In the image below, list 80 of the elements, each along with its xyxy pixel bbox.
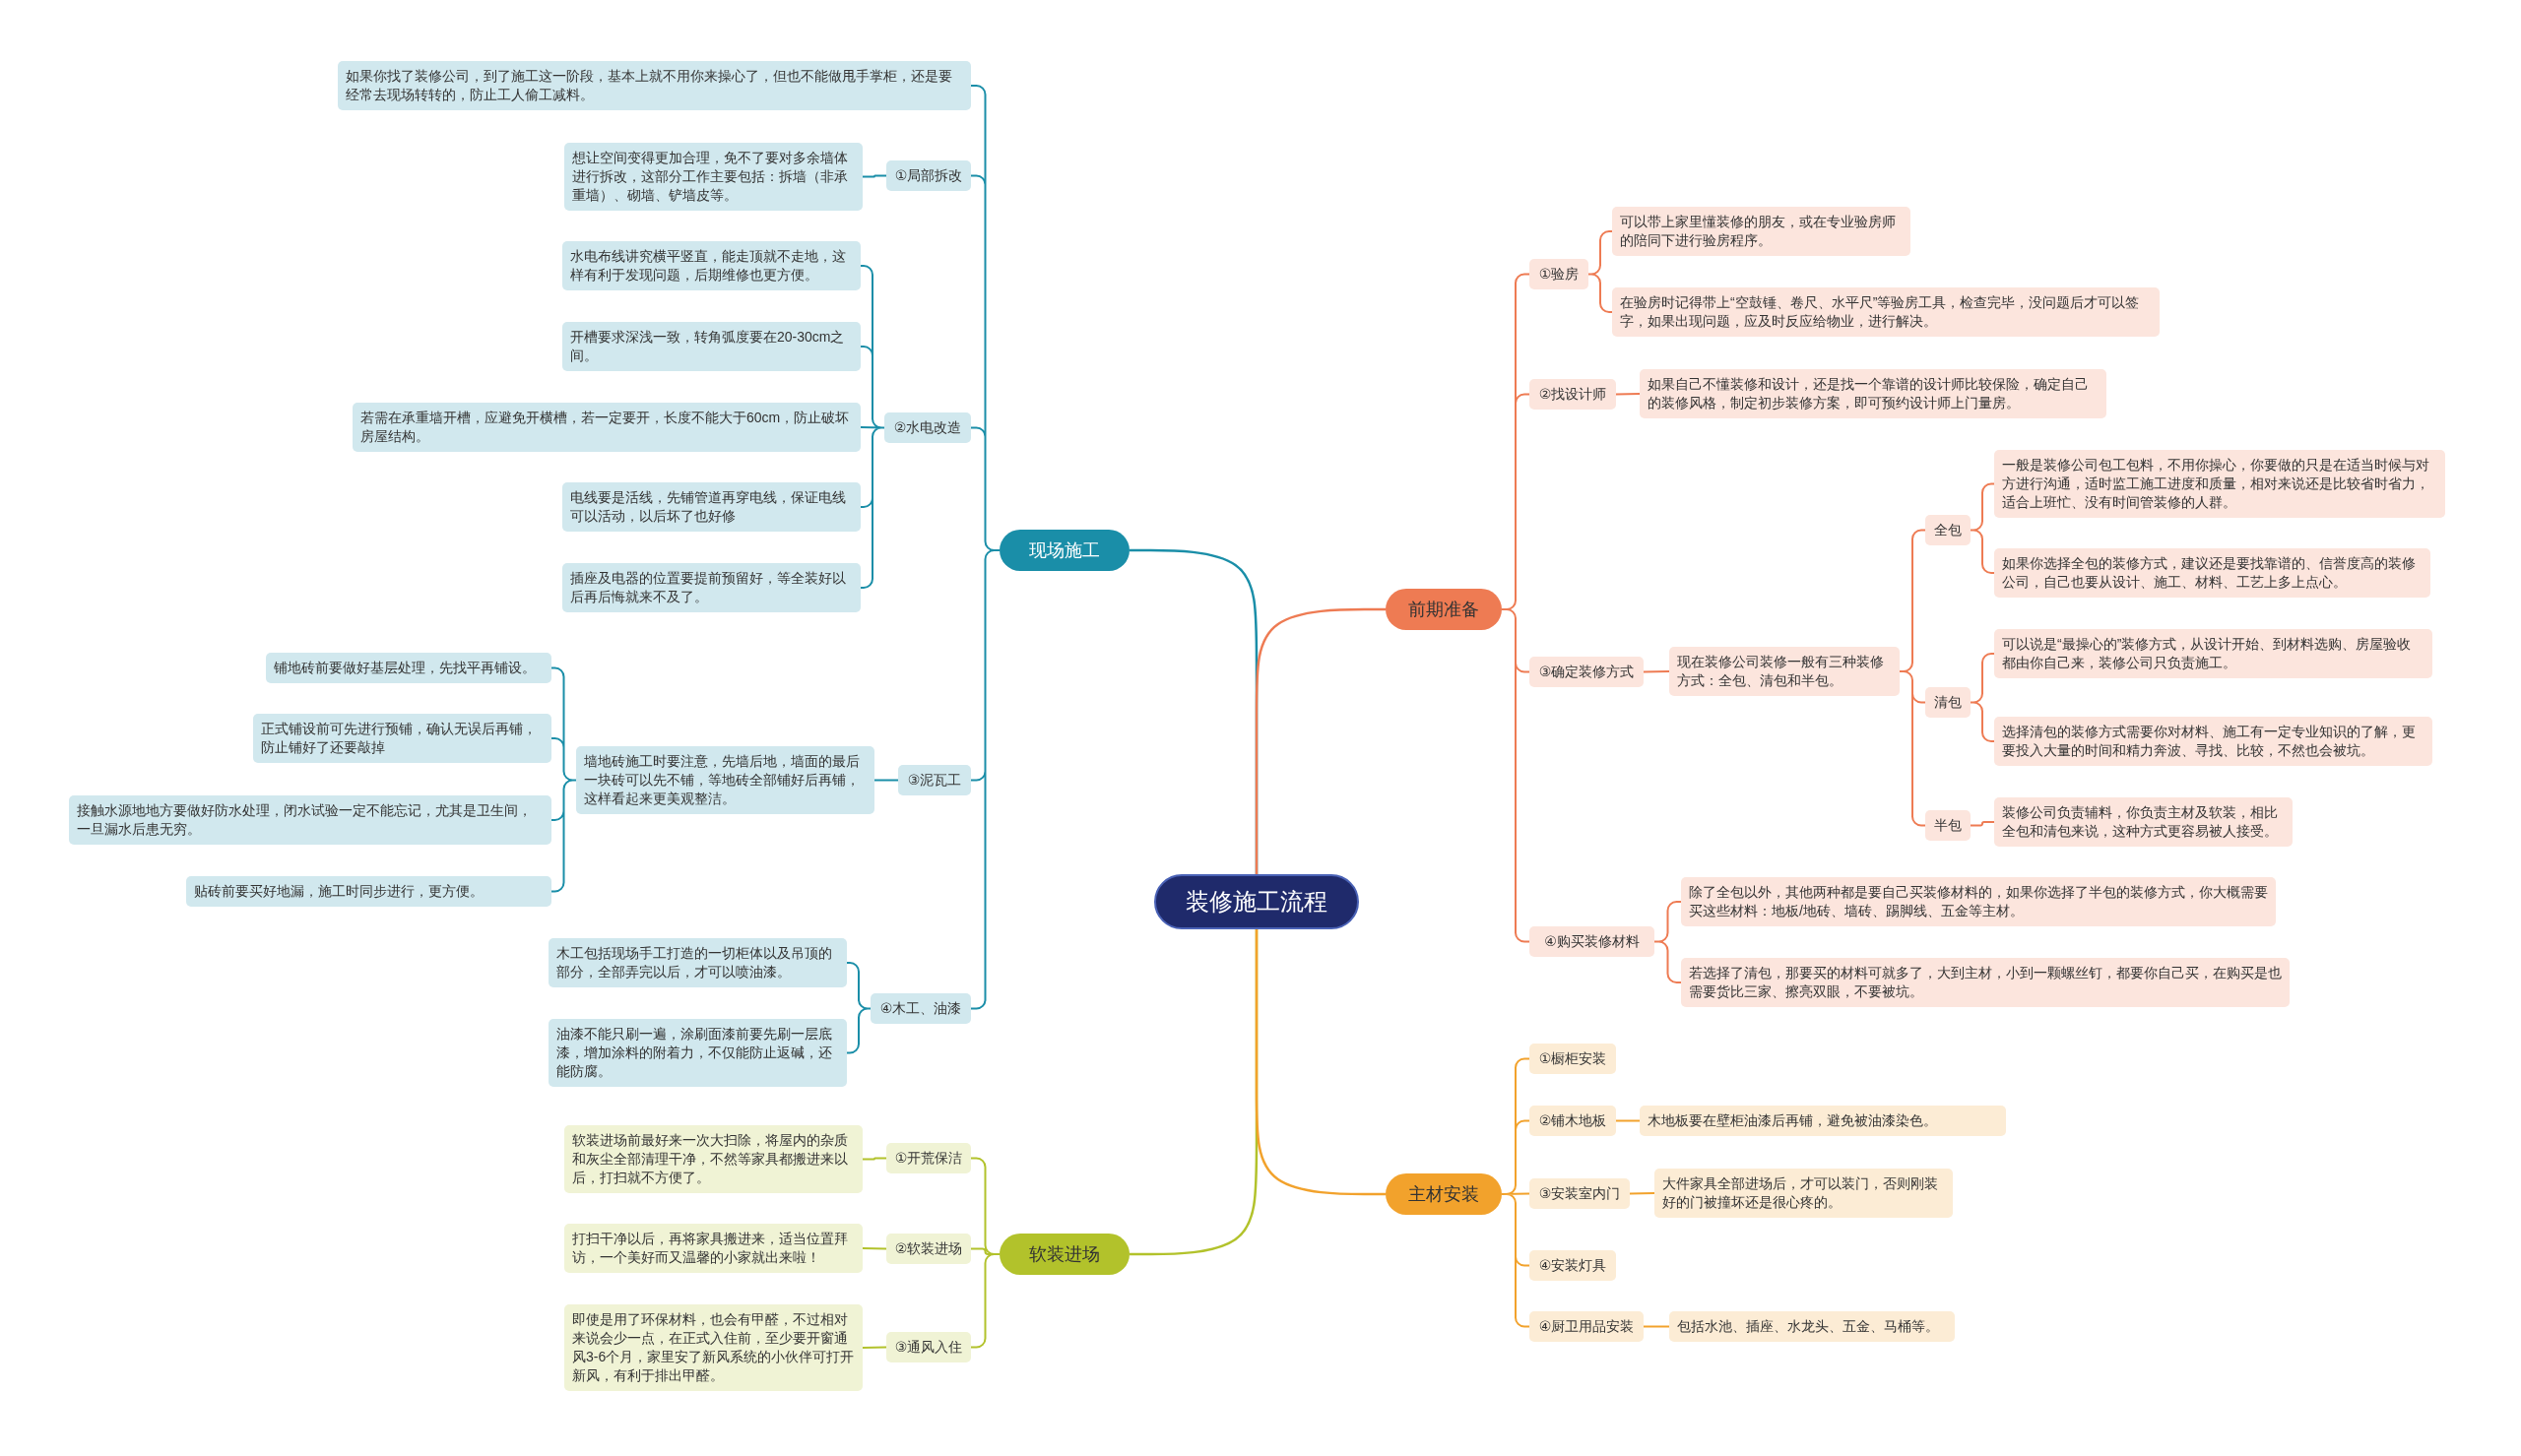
topic-card: 装修公司负责辅料，你负责主材及软装，相比全包和清包来说，这种方式更容易被人接受。 — [1994, 797, 2293, 847]
connector-line — [1501, 1057, 1530, 1328]
topic-card: 开槽要求深浅一致，转角弧度要在20-30cm之间。 — [562, 322, 861, 371]
topic-card: 除了全包以外，其他两种都是要自己买装修材料的，如果你选择了半包的装修方式，你大概需要买这些材料：地板/地砖、墙砖、踢脚线、五金等主材。 — [1681, 877, 2276, 926]
topic-card: ③安装室内门 — [1529, 1178, 1630, 1209]
topic-card: ②找设计师 — [1529, 379, 1616, 410]
topic-card: 在验房时记得带上“空鼓锤、卷尺、水平尺”等验房工具，检查完毕，没问题后才可以签字，如果出现问题，应及时反应给物业，进行解决。 — [1612, 287, 2160, 337]
topic-card: 如果你找了装修公司，到了施工这一阶段，基本上就不用你来操心了，但也不能做甩手掌柜，还是要经常去现场转转的，防止工人偷工减料。 — [338, 61, 971, 110]
connector-line — [970, 85, 1001, 1010]
connector-line — [862, 174, 887, 178]
topic-card: 半包 — [1925, 810, 1971, 841]
connector-line — [1255, 929, 1386, 1196]
connector-line — [1615, 393, 1641, 396]
topic-card: ②铺木地板 — [1529, 1106, 1616, 1136]
topic-card: 如果自己不懂装修和设计，还是找一个靠谱的设计师比较保险，确定自己的装修风格，制定初步装修方案，即可预约设计师上门量房。 — [1640, 369, 2106, 418]
topic-card: 正式铺设前可先进行预铺，确认无误后再铺，防止铺好了还要敲掉 — [253, 714, 551, 763]
topic-card: 木工包括现场手工打造的一切柜体以及吊顶的部分，全部弄完以后，才可以喷油漆。 — [549, 938, 847, 987]
connector-line — [846, 962, 872, 1054]
topic-card: ④购买装修材料 — [1529, 926, 1654, 957]
topic-card: ③通风入住 — [886, 1332, 971, 1362]
topic-card: 若需在承重墙开槽，应避免开横槽，若一定要开，长度不能大于60cm，防止破坏房屋结构。 — [353, 403, 861, 452]
topic-card: ①验房 — [1529, 259, 1588, 289]
topic-card: 一般是装修公司包工包料，不用你操心，你要做的只是在适当时候与对方进行沟通，适时监工施工进度和质量，相对来说还是比较省时省力，适合上班忙、没有时间管装修的人群。 — [1994, 450, 2445, 518]
connector-line — [1629, 1192, 1655, 1195]
topic-card: ①局部拆改 — [886, 160, 971, 191]
topic-card: 若选择了清包，那要买的材料可就多了，大到主材，小到一颗螺丝钉，都要你自己买，在购买是也需要货比三家、擦亮双眼，不要被坑。 — [1681, 958, 2290, 1007]
topic-card: 打扫干净以后，再将家具搬进来，适当位置拜访，一个美好而又温馨的小家就出来啦！ — [564, 1224, 863, 1273]
connector-line — [1653, 901, 1682, 983]
connector-line — [550, 666, 577, 893]
connector-line — [1643, 670, 1670, 673]
topic-card: 包括水池、插座、水龙头、五金、马桶等。 — [1669, 1311, 1955, 1342]
topic-card: 全包 — [1925, 515, 1971, 545]
connector-line — [1615, 1119, 1641, 1122]
topic-card: 选择清包的装修方式需要你对材料、施工有一定专业知识的了解，更要投入大量的时间和精力奔波、寻找、比较，不然也会被坑。 — [1994, 717, 2432, 766]
topic-card: 电线要是活线，先铺管道再穿电线，保证电线可以活动，以后坏了也好修 — [562, 482, 861, 532]
connector-line — [862, 1346, 887, 1349]
branch-topic: 现场施工 — [1000, 530, 1130, 571]
topic-card: 接触水源地地方要做好防水处理，闭水试验一定不能忘记，尤其是卫生间，一旦漏水后患无穷。 — [69, 795, 551, 845]
topic-card: 现在装修公司装修一般有三种装修方式：全包、清包和半包。 — [1669, 647, 1900, 696]
topic-card: 木地板要在壁柜油漆后再铺，避免被油漆染色。 — [1640, 1106, 2006, 1136]
connector-line — [1899, 529, 1926, 827]
connector-line — [1255, 607, 1386, 874]
branch-topic: 主材安装 — [1386, 1173, 1502, 1215]
topic-card: 如果你选择全包的装修方式，建议还是要找靠谱的、信誉度高的装修公司，自己也要从设计、施工、材料、工艺上多上点心。 — [1994, 548, 2430, 598]
connector-line — [1501, 273, 1530, 943]
topic-card: 贴砖前要买好地漏，施工时同步进行，更方便。 — [186, 876, 551, 907]
topic-card: ④安装灯具 — [1529, 1250, 1616, 1281]
topic-card: 可以说是“最操心的”装修方式，从设计开始、到材料选购、房屋验收都由你自己来，装修公司只负责施工。 — [1994, 629, 2432, 678]
topic-card: 铺地砖前要做好基层处理，先找平再铺设。 — [266, 653, 551, 683]
topic-card: ①橱柜安装 — [1529, 1044, 1616, 1074]
topic-card: ③泥瓦工 — [898, 765, 971, 795]
topic-card: 墙地砖施工时要注意，先墙后地，墙面的最后一块砖可以先不铺，等地砖全部铺好后再铺，这样看起来更美观整洁。 — [576, 746, 874, 814]
connector-line — [873, 779, 899, 782]
topic-card: ③确定装修方式 — [1529, 657, 1644, 687]
topic-card: 清包 — [1925, 687, 1971, 718]
topic-card: ④木工、油漆 — [871, 993, 971, 1024]
branch-topic: 前期准备 — [1386, 589, 1502, 630]
connector-line — [1587, 230, 1613, 313]
connector-line — [970, 1157, 1001, 1349]
topic-card: 油漆不能只刷一遍，涂刷面漆前要先刷一层底漆，增加涂料的附着力，不仅能防止返碱，还能防腐。 — [549, 1019, 847, 1087]
topic-card: 插座及电器的位置要提前预留好，等全装好以后再后悔就来不及了。 — [562, 563, 861, 612]
connector-line — [1643, 1325, 1670, 1328]
topic-card: ②软装进场 — [886, 1234, 971, 1264]
connector-line — [860, 265, 885, 589]
topic-card: 即使是用了环保材料，也会有甲醛，不过相对来说会少一点，在正式入住前，至少要开窗通风3-6个月，家里安了新风系统的小伙伴可打开新风，有利于排出甲醛。 — [564, 1304, 863, 1391]
connector-line — [1970, 653, 1995, 742]
topic-card: 想让空间变得更加合理，免不了要对多余墙体进行拆改，这部分工作主要包括：拆墙（非承重墙）、砌墙、铲墙皮等。 — [564, 143, 863, 211]
connector-line — [862, 1157, 887, 1161]
topic-card: 水电布线讲究横平竖直，能走顶就不走地，这样有利于发现问题，后期维修也更方便。 — [562, 241, 861, 290]
topic-card: 软装进场前最好来一次大扫除，将屋内的杂质和灰尘全部清理干净，不然等家具都搬进来以后，打扫就不方便了。 — [564, 1125, 863, 1193]
branch-topic: 软装进场 — [1000, 1234, 1130, 1275]
topic-card: ④厨卫用品安装 — [1529, 1311, 1644, 1342]
topic-card: ①开荒保洁 — [886, 1143, 971, 1173]
connector-line — [862, 1247, 887, 1250]
connector-line — [1970, 821, 1995, 827]
topic-card: ②水电改造 — [884, 412, 971, 443]
central-topic: 装修施工流程 — [1154, 874, 1359, 929]
topic-card: 大件家具全部进场后，才可以装门，否则刚装好的门被撞坏还是很心疼的。 — [1654, 1169, 1953, 1218]
connector-line — [1970, 482, 1995, 574]
topic-card: 可以带上家里懂装修的朋友，或在专业验房师的陪同下进行验房程序。 — [1612, 207, 1910, 256]
